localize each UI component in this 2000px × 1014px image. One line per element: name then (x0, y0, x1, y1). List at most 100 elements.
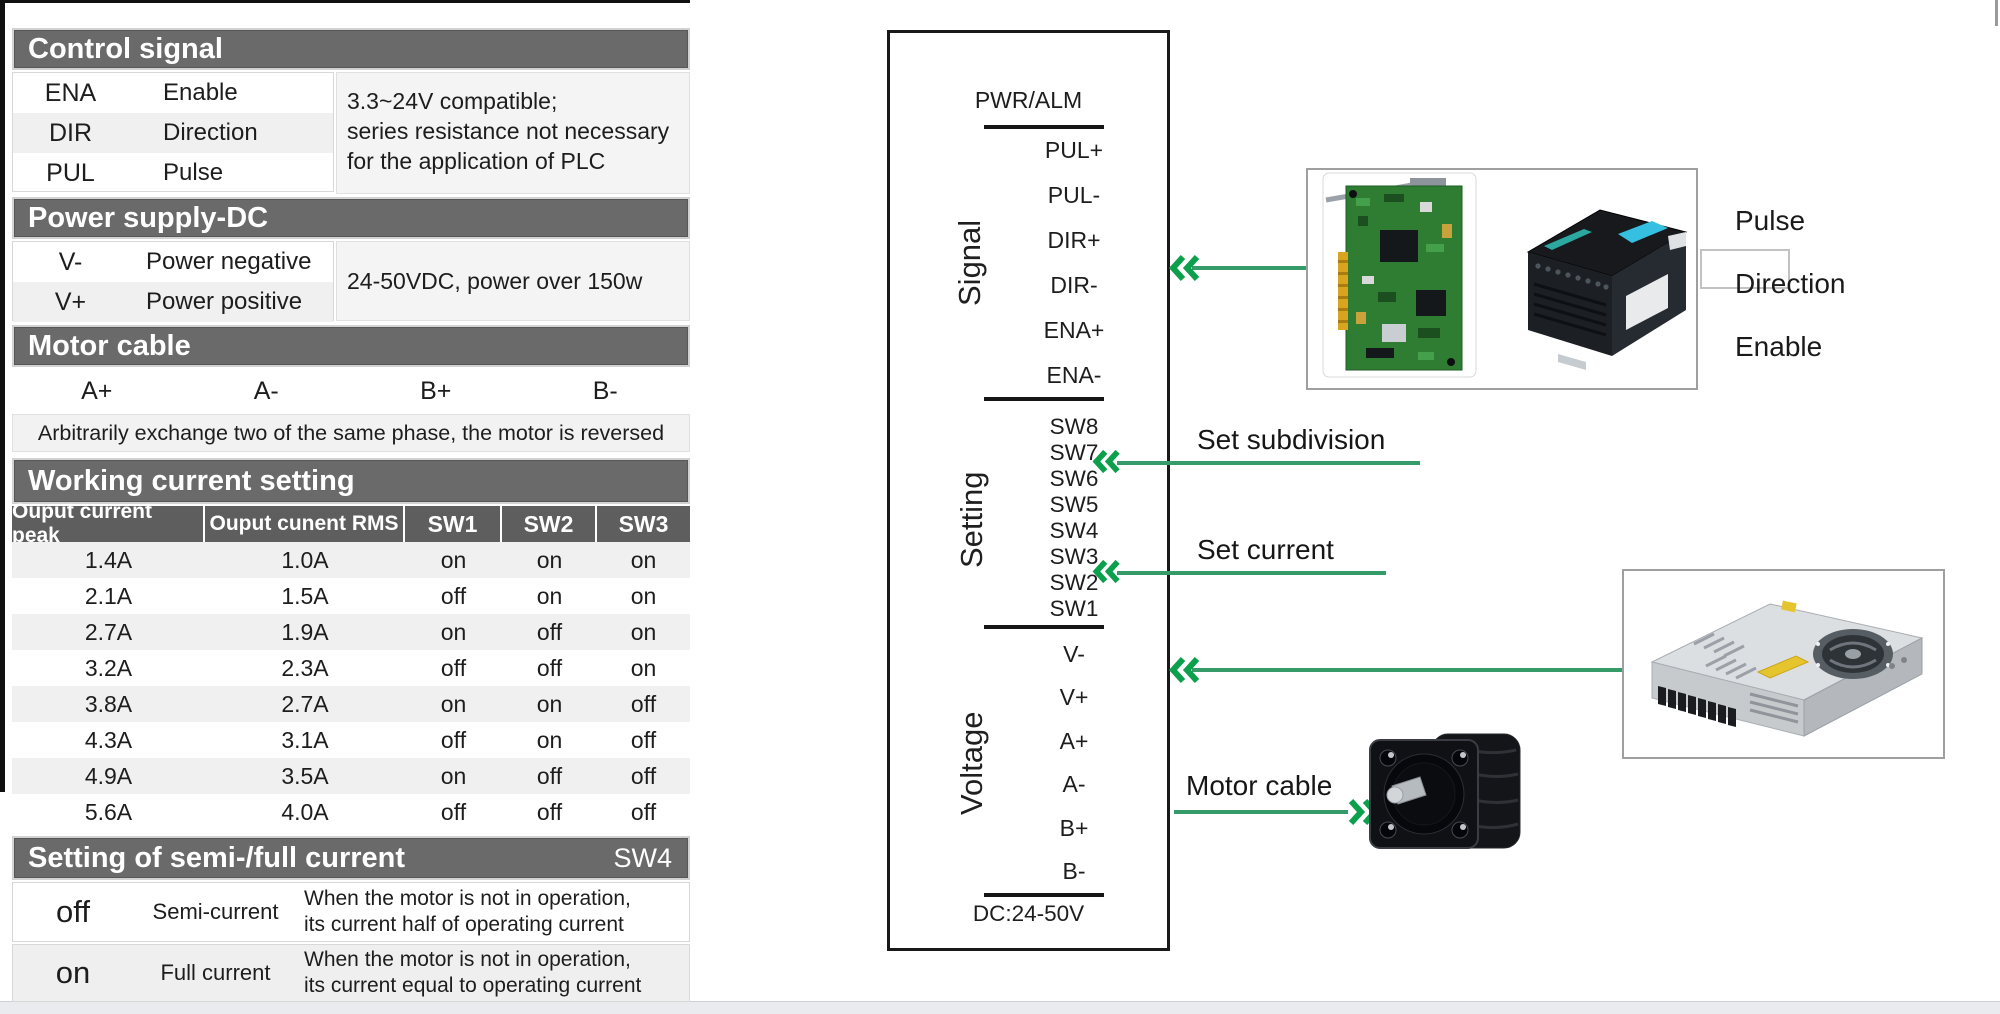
power-code: V+ (54, 287, 87, 316)
cell-sw1: off (440, 798, 467, 825)
table-row: 1.4A 1.0A on on on (12, 542, 690, 578)
frame-top-edge (0, 0, 690, 3)
col-header: SW1 (405, 506, 502, 542)
control-signal-header: Control signal (12, 28, 690, 70)
pin-label: PUL+ (1044, 137, 1104, 163)
working-current-colheader: Ouput current peak Ouput cunent RMS SW1 … (12, 500, 690, 547)
cell-sw3: off (630, 690, 657, 717)
set-subdivision-label: Set subdivision (1197, 424, 1386, 455)
desc-line: its current equal to operating current (304, 974, 642, 997)
cell-sw3: on (630, 654, 657, 681)
semi-full-switch: SW4 (613, 842, 672, 873)
terminal-label: A- (253, 376, 279, 405)
cell-rms: 1.5A (281, 582, 329, 609)
power-code: V- (58, 247, 83, 276)
cell-sw1: off (440, 654, 467, 681)
table-row: V+ Power positive (13, 282, 333, 322)
pin-label: DIR+ (1047, 227, 1101, 253)
signal-label: Enable (163, 79, 238, 106)
stepper-motor-image (1366, 720, 1526, 875)
cell-sw3: off (630, 762, 657, 789)
cell-rms: 2.7A (281, 690, 329, 717)
working-current-header: Working current setting (12, 458, 690, 504)
direction-callout-box (1700, 249, 1790, 289)
pin-label: ENA- (1046, 362, 1102, 388)
desc-line: its current half of operating current (304, 913, 624, 936)
cell-peak: 3.2A (84, 654, 133, 681)
cell-sw2: off (536, 762, 563, 789)
cell-sw1: off (440, 582, 467, 609)
pin-label: B+ (1059, 814, 1089, 841)
driver-led-label: PWR/ALM (974, 87, 1083, 113)
motor-cable-title: Motor cable (28, 329, 191, 362)
subdivision-connector-line (1117, 461, 1420, 465)
chevron-left-icon (1168, 656, 1202, 689)
desc-line: When the motor is not in operation, (304, 948, 631, 971)
sw4-state: off (56, 894, 90, 929)
note-line: for the application of PLC (347, 148, 606, 174)
chevron-left-icon (1092, 449, 1122, 479)
frame-right-tick (1995, 0, 1998, 26)
pin-label: ENA+ (1043, 317, 1105, 343)
set-current-label: Set current (1197, 534, 1334, 565)
col-header: SW3 (597, 506, 690, 542)
note-line: 24-50VDC, power over 150w (347, 267, 643, 294)
working-current-title: Working current setting (28, 464, 355, 497)
table-row: V- Power negative (13, 242, 333, 282)
col-header: SW2 (502, 506, 597, 542)
divider (984, 625, 1104, 629)
control-signal-note: 3.3~24V compatible; series resistance no… (336, 72, 690, 194)
signal-label: Pulse (163, 159, 224, 186)
working-current-body: 1.4A 1.0A on on on 2.1A 1.5A off on on 2… (12, 542, 690, 830)
controller-card-image (1322, 172, 1477, 383)
signal-label: Direction (163, 119, 258, 146)
pulse-label: Pulse (1735, 205, 1806, 236)
table-row: 5.6A 4.0A off off off (12, 794, 690, 830)
semi-full-title: Setting of semi-/full current (28, 841, 406, 874)
cell-sw3: off (630, 726, 657, 753)
cell-rms: 3.1A (281, 726, 329, 753)
power-supply-table: V- Power negative V+ Power positive (12, 241, 334, 322)
power-supply-image (1630, 574, 1937, 759)
divider (984, 397, 1104, 401)
cell-rms: 2.3A (281, 654, 329, 681)
table-row: PUL Pulse (13, 153, 333, 193)
table-row: 4.3A 3.1A off on off (12, 722, 690, 758)
chevron-left-icon (1168, 254, 1202, 287)
voltage-pins: V- V+ A+ A- B+ B- (993, 641, 1155, 885)
mode-desc: When the motor is not in operation, its … (298, 947, 689, 999)
pin-label: SW2 (1049, 570, 1099, 595)
table-row: 2.1A 1.5A off on on (12, 578, 690, 614)
pin-label: SW3 (1049, 544, 1099, 569)
signal-code: ENA (44, 78, 97, 107)
cell-sw2: off (536, 654, 563, 681)
sw4-state: on (55, 955, 91, 990)
setting-pins: SW8 SW7 SW6 SW5 SW4 SW3 SW2 SW1 (993, 414, 1155, 621)
cell-rms: 3.5A (281, 762, 329, 789)
enable-label: Enable (1735, 331, 1823, 362)
control-signal-table: ENA Enable DIR Direction PUL Pulse (12, 72, 334, 192)
col-header: Ouput cunent RMS (205, 506, 405, 542)
cell-peak: 4.3A (84, 726, 133, 753)
table-row: ENA Enable (13, 73, 333, 113)
full-current-row: on Full current When the motor is not in… (12, 944, 690, 1002)
pin-label: SW4 (1049, 518, 1099, 543)
chevron-left-icon (1092, 559, 1122, 589)
cell-peak: 2.7A (84, 618, 133, 645)
power-supply-header: Power supply-DC (12, 197, 690, 239)
plc-image (1500, 188, 1700, 379)
pin-label: SW1 (1049, 596, 1099, 621)
col-header: Ouput current peak (12, 500, 205, 547)
table-row: 4.9A 3.5A on off off (12, 758, 690, 794)
cell-rms: 4.0A (281, 798, 329, 825)
cell-sw2: off (536, 798, 563, 825)
signal-pins: PUL+ PUL- DIR+ DIR- ENA+ ENA- (993, 137, 1155, 389)
mode-label: Semi-current (152, 899, 279, 924)
power-connector-line (1192, 668, 1622, 672)
cell-peak: 5.6A (84, 798, 133, 825)
power-label: Power negative (146, 248, 312, 275)
cell-peak: 1.4A (84, 546, 133, 573)
pin-label: PUL- (1047, 182, 1101, 208)
cell-sw1: on (440, 618, 467, 645)
